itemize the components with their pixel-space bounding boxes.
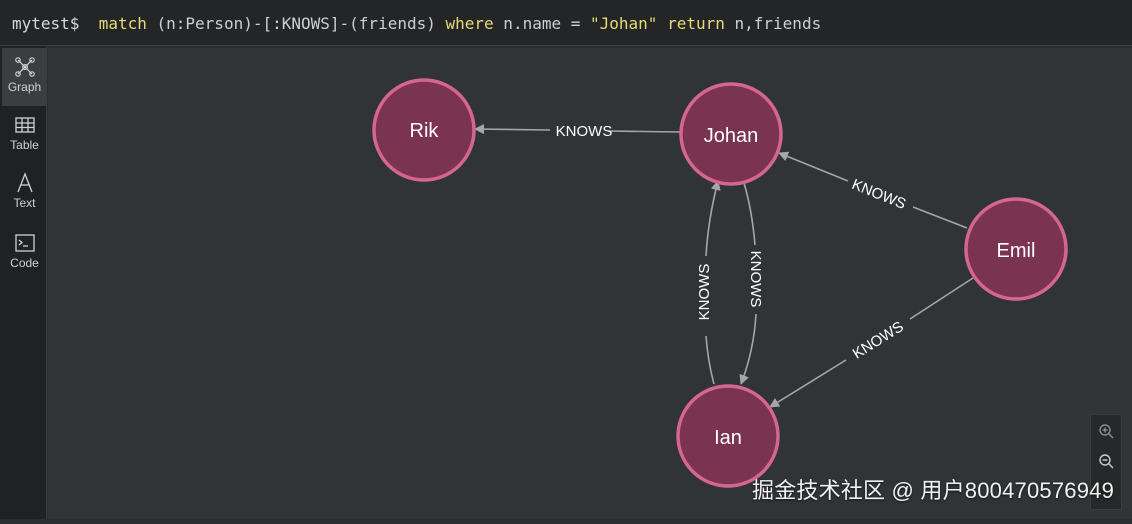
edge-emil-johan[interactable]: KNOWS xyxy=(778,151,968,229)
node-emil[interactable]: Emil xyxy=(964,197,1068,301)
edge-ian-johan[interactable]: KNOWS xyxy=(696,180,721,385)
query-line[interactable]: mytest$ match (n:Person)-[:KNOWS]-(frien… xyxy=(12,14,821,33)
query-string: "Johan" xyxy=(590,14,658,33)
query-prompt: mytest$ xyxy=(12,14,80,33)
node-label: Ian xyxy=(714,427,742,449)
zoom-in-icon[interactable] xyxy=(1097,422,1117,442)
node-johan[interactable]: Johan xyxy=(679,82,783,186)
sidebar-item-label: Code xyxy=(10,256,39,270)
edge-label: KNOWS xyxy=(747,251,764,308)
zoom-controls xyxy=(1090,414,1122,510)
sidebar-item-graph[interactable]: Graph xyxy=(2,48,47,106)
sidebar-item-label: Text xyxy=(13,196,36,210)
sidebar-item-table[interactable]: Table xyxy=(2,106,47,164)
query-bar[interactable]: mytest$ match (n:Person)-[:KNOWS]-(frien… xyxy=(0,0,1132,46)
zoom-out-icon[interactable] xyxy=(1097,452,1117,472)
edge-label: KNOWS xyxy=(556,123,613,140)
view-sidebar: Graph Table Text Code xyxy=(0,46,47,519)
sidebar-item-code[interactable]: Code xyxy=(2,224,47,282)
sidebar-item-label: Graph xyxy=(7,80,42,94)
edge-johan-rik[interactable]: KNOWS xyxy=(474,123,681,140)
edge-label: KNOWS xyxy=(849,176,908,213)
edge-label: KNOWS xyxy=(696,264,713,321)
query-keyword-match: match xyxy=(98,14,147,33)
graph-svg[interactable]: KNOWS KNOWS KNOWS KNOWS KNOWS xyxy=(48,48,1132,519)
query-keyword-where: where xyxy=(445,14,494,33)
table-icon xyxy=(14,117,35,133)
query-return-values: n,friends xyxy=(724,14,822,33)
graph-canvas[interactable]: KNOWS KNOWS KNOWS KNOWS KNOWS xyxy=(48,48,1132,519)
sidebar-item-label: Table xyxy=(10,138,39,152)
query-condition: n.name = xyxy=(493,14,590,33)
edge-emil-ian[interactable]: KNOWS xyxy=(769,277,974,408)
node-label: Rik xyxy=(410,120,440,142)
edge-johan-ian[interactable]: KNOWS xyxy=(739,182,764,385)
node-label: Emil xyxy=(997,240,1036,262)
graph-icon xyxy=(14,57,35,77)
code-icon xyxy=(14,234,35,252)
query-pattern: (n:Person)-[:KNOWS]-(friends) xyxy=(146,14,446,33)
query-keyword-return: return xyxy=(667,14,725,33)
node-ian[interactable]: Ian xyxy=(676,384,780,488)
text-icon xyxy=(16,172,33,193)
node-label: Johan xyxy=(704,125,759,147)
watermark: 掘金技术社区 @ 用户800470576949 xyxy=(752,478,1114,503)
sidebar-item-text[interactable]: Text xyxy=(2,164,47,222)
edge-label: KNOWS xyxy=(850,318,907,362)
node-rik[interactable]: Rik xyxy=(372,78,476,182)
